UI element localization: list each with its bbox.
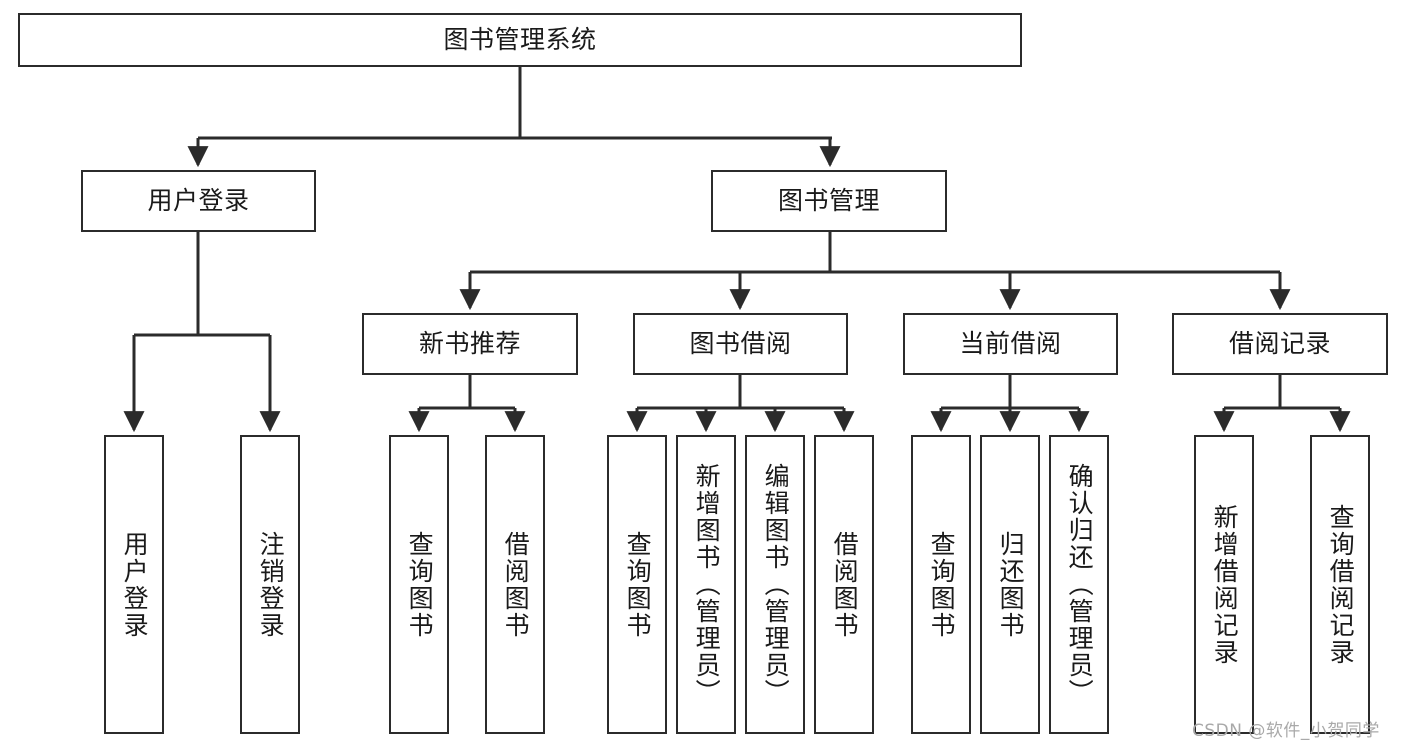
leaf-add-book[interactable]: 新增图书（管理员） [676,435,736,734]
node-label: 归还图书 [996,530,1026,639]
leaf-query-book-current[interactable]: 查询图书 [911,435,971,734]
leaf-add-borrow-record[interactable]: 新增借阅记录 [1194,435,1254,734]
leaf-logout-login[interactable]: 注销登录 [240,435,300,734]
node-label: 图书管理 [777,186,880,216]
leaf-user-login[interactable]: 用户登录 [104,435,164,734]
node-label: 新增图书（管理员） [692,463,722,706]
leaf-query-book-borrow[interactable]: 查询图书 [607,435,667,734]
node-current-borrow[interactable]: 当前借阅 [903,313,1118,375]
node-label: 借阅记录 [1228,329,1331,359]
leaf-query-borrow-record[interactable]: 查询借阅记录 [1310,435,1370,734]
node-borrow-record[interactable]: 借阅记录 [1172,313,1388,375]
node-label: 查询图书 [927,530,957,639]
leaf-query-book-recommend[interactable]: 查询图书 [389,435,449,734]
node-label: 借阅图书 [830,530,860,639]
leaf-confirm-return[interactable]: 确认归还（管理员） [1049,435,1109,734]
leaf-edit-book[interactable]: 编辑图书（管理员） [745,435,805,734]
node-label: 查询图书 [405,530,435,639]
leaf-borrow-book-recommend[interactable]: 借阅图书 [485,435,545,734]
node-user-login[interactable]: 用户登录 [81,170,316,232]
node-label: 查询借阅记录 [1326,503,1356,666]
node-book-borrow[interactable]: 图书借阅 [633,313,848,375]
node-label: 用户登录 [120,530,150,639]
node-label: 当前借阅 [959,329,1062,359]
node-label: 新书推荐 [418,329,521,359]
node-label: 编辑图书（管理员） [761,463,791,706]
leaf-return-book[interactable]: 归还图书 [980,435,1040,734]
node-label: 确认归还（管理员） [1065,463,1095,706]
node-label: 图书管理系统 [443,25,597,55]
node-label: 查询图书 [623,530,653,639]
node-label: 注销登录 [256,530,286,639]
node-label: 用户登录 [147,186,250,216]
csdn-watermark: CSDN @软件_小贺同学 [1192,721,1380,741]
node-book-management[interactable]: 图书管理 [711,170,947,232]
node-label: 图书借阅 [689,329,792,359]
node-root-system[interactable]: 图书管理系统 [18,13,1022,67]
node-label: 新增借阅记录 [1210,503,1240,666]
node-label: 借阅图书 [501,530,531,639]
leaf-borrow-book[interactable]: 借阅图书 [814,435,874,734]
node-new-book-recommend[interactable]: 新书推荐 [362,313,578,375]
